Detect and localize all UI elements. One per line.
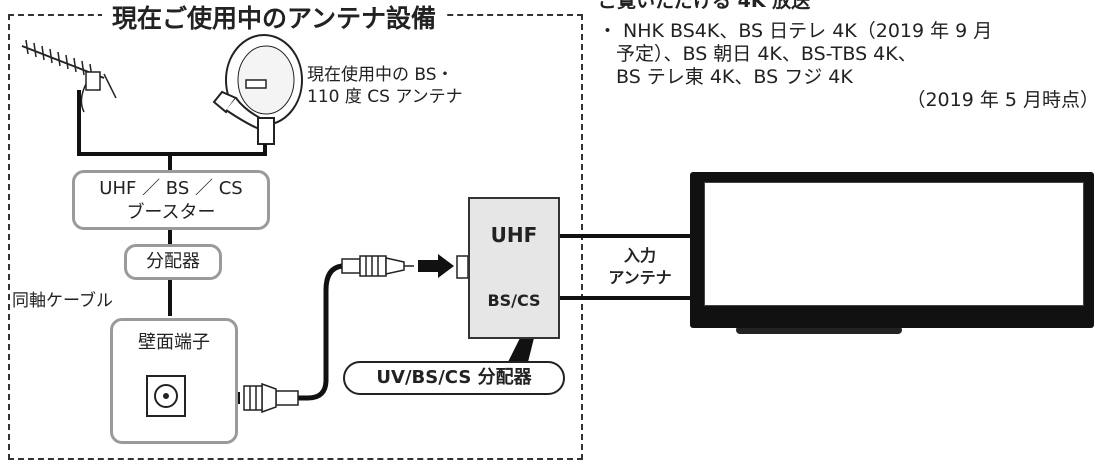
coax-cable: [296, 263, 343, 401]
booster-box: UHF ／ BS ／ CS ブースター: [72, 170, 270, 230]
broadcast-line-2: 予定）、BS 朝日 4K、BS-TBS 4K、: [616, 43, 917, 65]
distributor-box: 分配器: [124, 244, 222, 280]
broadcast-list: ・ NHK BS4K、BS 日テレ 4K（2019 年 9 月 予定）、BS 朝…: [598, 20, 1103, 112]
antenna-label: 現在使用中の BS・ 110 度 CS アンテナ: [307, 65, 463, 107]
booster-label-line1: UHF ／ BS ／ CS: [99, 178, 243, 199]
splitter-bscs-label: BS/CS: [487, 291, 541, 310]
broadcast-line-3: BS テレ東 4K、BS フジ 4K: [616, 66, 853, 88]
broadcast-date-note: （2019 年 5 月時点）: [906, 89, 1099, 111]
antenna-cable: [77, 90, 267, 316]
uvbscs-splitter: UHF BS/CS: [468, 197, 560, 339]
television-screen: [704, 182, 1084, 306]
coax-cable-label: 同軸ケーブル: [12, 291, 113, 311]
page-title: 現在ご使用中のアンテナ設備: [102, 4, 447, 34]
lower-connector-icon: [243, 382, 299, 414]
distributor-label: 分配器: [146, 251, 200, 272]
broadcast-heading: ご覧いただける 4K 放送: [598, 0, 811, 12]
tv-input-label: 入力 アンテナ: [608, 246, 672, 287]
splitter-name-tag: UV/BS/CS 分配器: [343, 361, 565, 395]
arrow-right-icon: [418, 254, 454, 278]
splitter-uhf-label: UHF: [490, 223, 538, 247]
satellite-dish-icon: [212, 34, 303, 145]
tv-cables: [560, 234, 690, 300]
booster-label-line2: ブースター: [126, 202, 216, 223]
wall-outlet-label: 壁面端子: [138, 332, 210, 353]
upper-connector-icon: [341, 255, 414, 277]
broadcast-line-1: ・ NHK BS4K、BS 日テレ 4K（2019 年 9 月: [598, 20, 993, 42]
splitter-tag-pointer: [508, 338, 534, 362]
uhf-antenna-icon: [21, 39, 117, 113]
